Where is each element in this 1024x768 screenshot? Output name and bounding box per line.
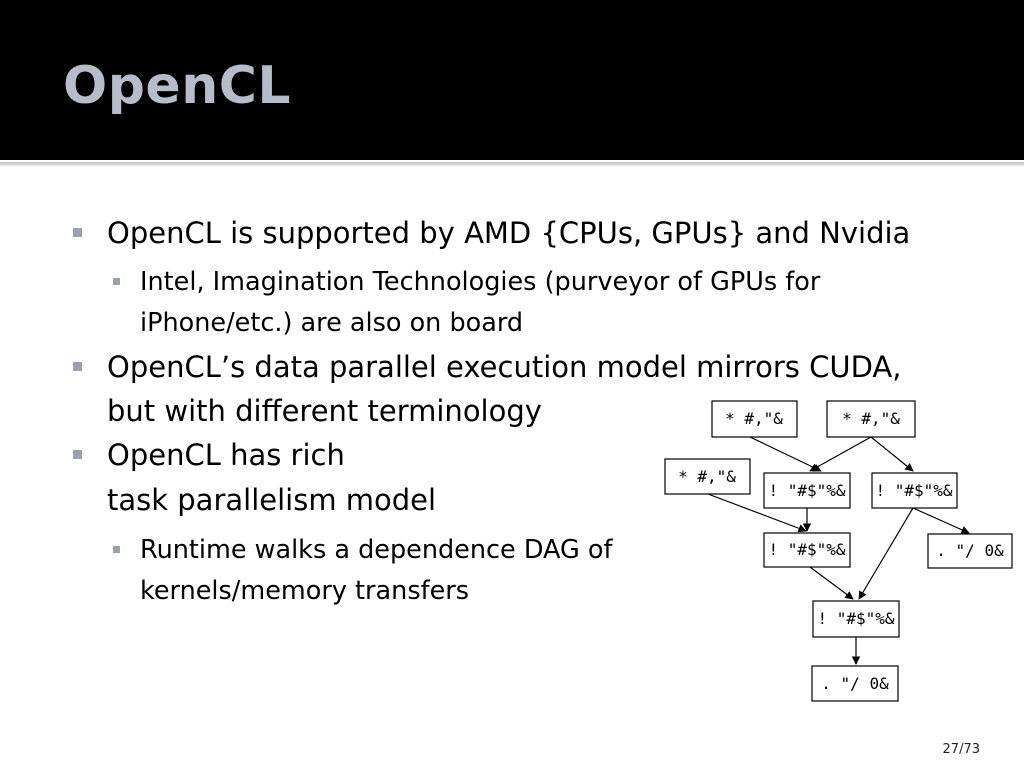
dag-edge	[870, 436, 914, 472]
slide-title: OpenCL	[63, 56, 292, 116]
page-number: 27/73	[942, 742, 980, 757]
dag-node-label: ! "#$"%&	[875, 481, 952, 500]
bullet-marker	[73, 362, 82, 371]
dag-node: ! "#$"%&	[812, 600, 900, 638]
bullet-text: task parallelism model	[107, 483, 437, 517]
dag-node: ! "#$"%&	[763, 472, 851, 509]
dag-node: ! "#$"%&	[763, 532, 851, 568]
bullet-text: but with different terminology	[107, 394, 542, 428]
sub-bullet-text: Intel, Imagination Technologies (purveyo…	[140, 267, 821, 297]
sub-bullet-text: kernels/memory transfers	[140, 576, 470, 606]
dag-node-label: * #,"&	[678, 467, 736, 486]
dag-node: . "/ 0&	[927, 533, 1013, 569]
dag-edge	[707, 493, 807, 533]
bullet-text: OpenCL has rich	[107, 438, 345, 472]
sub-bullet-marker	[113, 546, 120, 553]
bullet-marker	[73, 228, 82, 237]
dag-node: ! "#$"%&	[871, 472, 958, 509]
sub-bullet-marker	[113, 278, 120, 285]
dag-edge	[809, 566, 854, 600]
dag-node: * #,"&	[826, 400, 916, 438]
dag-node: * #,"&	[664, 458, 751, 495]
sub-bullet-text: iPhone/etc.) are also on board	[140, 308, 524, 338]
dag-node-label: ! "#$"%&	[768, 540, 845, 559]
dag-node-label: * #,"&	[725, 409, 783, 428]
dag-node: . "/ 0&	[811, 665, 899, 702]
dag-node-label: . "/ 0&	[821, 674, 889, 693]
dag-node-label: ! "#$"%&	[768, 481, 845, 500]
dag-edge	[749, 436, 822, 472]
bullet-marker	[73, 450, 82, 459]
bullet-text: OpenCL is supported by AMD {CPUs, GPUs} …	[107, 216, 911, 250]
bullet-text: OpenCL’s data parallel execution model m…	[107, 350, 902, 384]
dag-edge	[912, 507, 970, 534]
title-divider	[0, 162, 1024, 166]
dag-node-label: * #,"&	[842, 409, 900, 428]
title-bar	[0, 0, 1024, 160]
dag-edge	[809, 436, 872, 472]
dag-node: * #,"&	[711, 400, 798, 438]
dag-node-label: ! "#$"%&	[817, 609, 894, 628]
sub-bullet-text: Runtime walks a dependence DAG of	[140, 535, 613, 565]
dag-node-label: . "/ 0&	[936, 541, 1004, 560]
dag-edge	[858, 507, 914, 600]
